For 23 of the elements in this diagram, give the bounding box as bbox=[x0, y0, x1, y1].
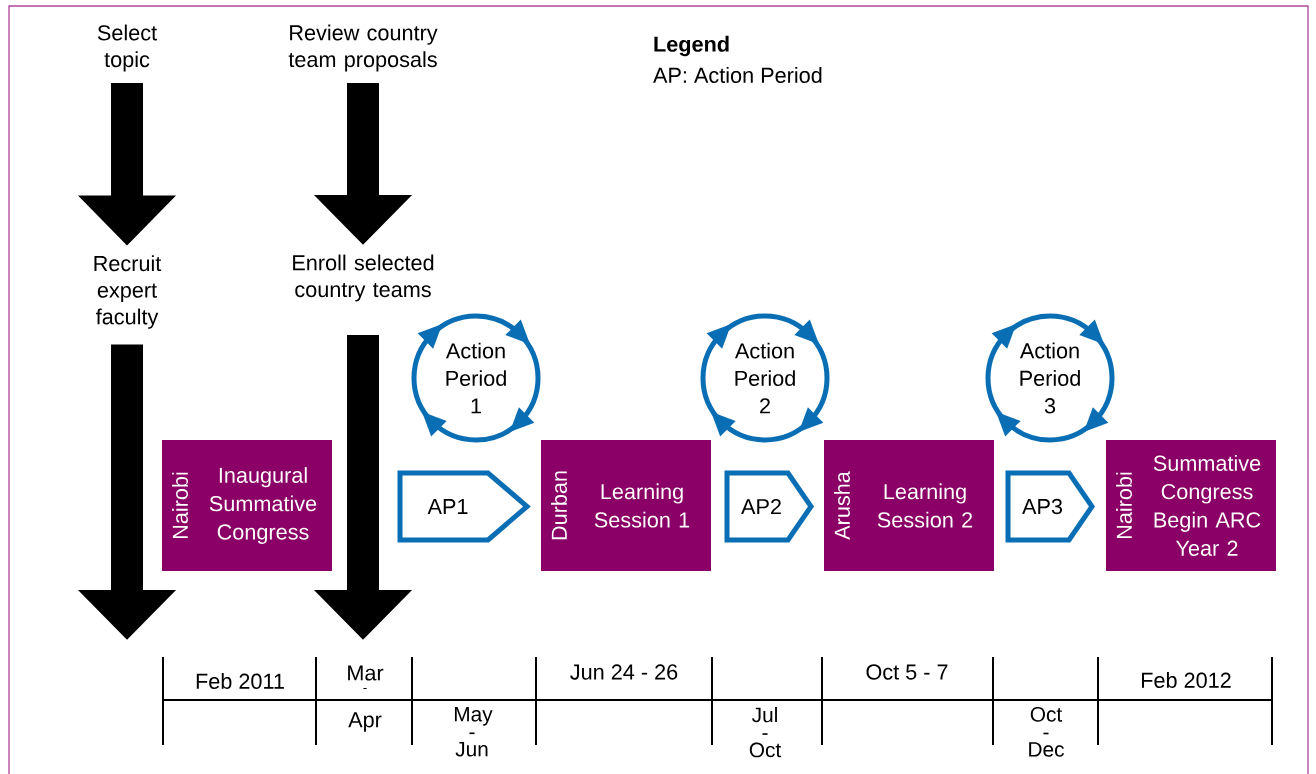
legend-title: Legend bbox=[654, 35, 729, 57]
date-label: - bbox=[363, 687, 367, 689]
pentagon-tag: AP2 bbox=[724, 470, 815, 543]
date-label: Oct - Dec bbox=[1029, 707, 1064, 757]
legend-entry: AP: Action Period bbox=[653, 67, 822, 83]
step-text: Recruit expert faculty bbox=[94, 255, 162, 329]
date-label: Feb 2012 bbox=[1142, 672, 1231, 688]
event-box: Arusha Learning Session 2 bbox=[824, 440, 994, 571]
date-label: Apr bbox=[348, 712, 382, 732]
date-label: Mar bbox=[348, 665, 384, 681]
step-text: Review country team proposals bbox=[288, 24, 438, 72]
date-label: Jul - Oct bbox=[749, 707, 782, 758]
event-box: Durban Learning Session 1 bbox=[541, 440, 711, 571]
date-label: Feb 2011 bbox=[196, 673, 284, 689]
step-text: Select topic bbox=[97, 24, 157, 72]
event-box: Nairobi Summative Congress Begin ARC Year 2 bbox=[1106, 440, 1276, 571]
event-box: Nairobi Inaugural Summative Congress bbox=[162, 440, 332, 571]
pentagon-tag: AP3 bbox=[1005, 470, 1096, 543]
date-label: Oct 5 - 7 bbox=[866, 664, 948, 680]
date-label: Jun 24 - 26 bbox=[570, 664, 678, 680]
step-text: Enroll selected country teams bbox=[293, 254, 434, 302]
date-label: May - Jun bbox=[454, 707, 493, 757]
pentagon-tag: AP1 bbox=[397, 470, 531, 543]
